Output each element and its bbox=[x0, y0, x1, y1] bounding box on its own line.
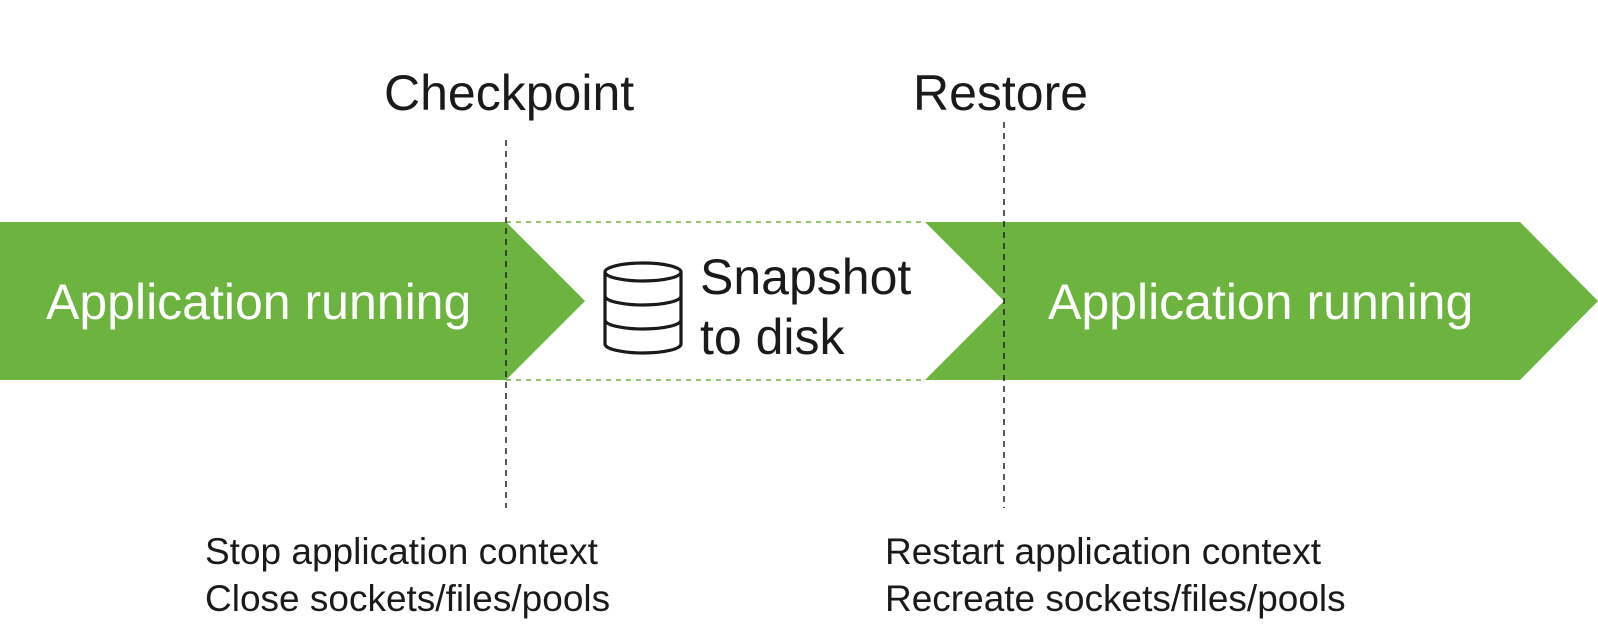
checkpoint-title: Checkpoint bbox=[384, 65, 635, 121]
checkpoint-note-line1: Stop application context bbox=[205, 531, 598, 572]
running-before-arrow bbox=[0, 222, 585, 380]
restore-note-line1: Restart application context bbox=[885, 531, 1322, 572]
running-before-label: Application running bbox=[46, 274, 472, 330]
restore-title: Restore bbox=[913, 65, 1089, 121]
database-icon bbox=[603, 261, 683, 355]
snapshot-label-line1: Snapshot bbox=[700, 249, 912, 305]
running-after-label: Application running bbox=[1048, 274, 1474, 330]
checkpoint-notes: Stop application context Close sockets/f… bbox=[205, 528, 610, 622]
checkpoint-note-line2: Close sockets/files/pools bbox=[205, 578, 611, 619]
restore-note-line2: Recreate sockets/files/pools bbox=[885, 578, 1346, 619]
snapshot-label: Snapshot to disk bbox=[700, 247, 911, 367]
running-after-arrow bbox=[925, 222, 1598, 380]
restore-notes: Restart application context Recreate soc… bbox=[885, 528, 1346, 622]
snapshot-label-line2: to disk bbox=[700, 309, 845, 365]
